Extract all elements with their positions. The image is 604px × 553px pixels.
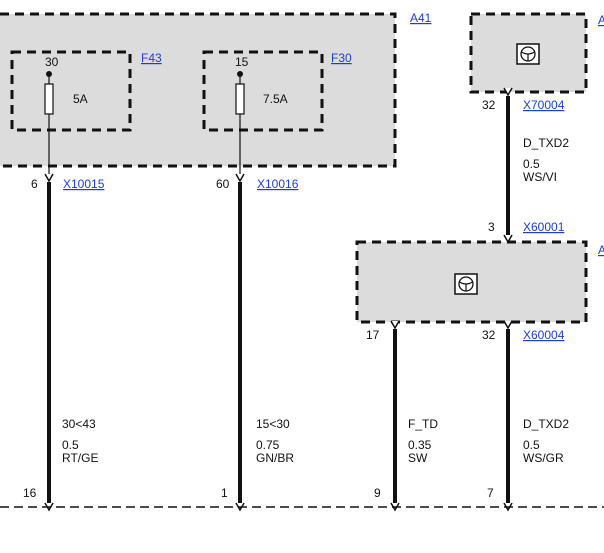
connector-x60004-link[interactable]: X60004 [523, 328, 565, 342]
fuse-f30-symbol [235, 83, 245, 115]
conn-x10015-pin: 6 [31, 177, 38, 191]
wire-3-color: SW [408, 451, 428, 465]
wire-2-gauge: 0.75 [256, 438, 280, 452]
wire-top-dtxd2-signal: D_TXD2 [523, 136, 569, 150]
wire-top-dtxd2-color: WS/VI [523, 170, 557, 184]
steering-wheel-icon [454, 273, 478, 295]
module-mid-right-link[interactable]: A [598, 243, 604, 257]
wire-3-signal: F_TD [408, 417, 438, 431]
connector-x10016-link[interactable]: X10016 [257, 177, 299, 191]
pin-marker [503, 320, 513, 330]
fuse-f43-link[interactable]: F43 [141, 51, 162, 65]
fuse-f43: 30 5A F43 [10, 50, 162, 176]
wire-1-gauge: 0.5 [62, 438, 79, 452]
module-a41: A41 [0, 11, 432, 168]
wire-4-signal: D_TXD2 [523, 417, 569, 431]
connector-x10015-link[interactable]: X10015 [63, 177, 105, 191]
module-top-right-pin: 32 [482, 98, 496, 112]
module-top-right-link[interactable]: A [598, 13, 604, 27]
fuse-f30-rating: 7.5A [263, 92, 288, 106]
module-mid-right-pin-right: 32 [482, 328, 496, 342]
wire-3-gauge: 0.35 [408, 438, 432, 452]
pin-marker [503, 87, 513, 97]
wire-top-dtxd2-gauge: 0.5 [523, 157, 540, 171]
wire-4-bottom-pin: 7 [487, 486, 494, 500]
module-mid-right-pin-top: 3 [488, 220, 495, 234]
module-top-right: A 32 X70004 [469, 12, 604, 112]
fuse-f30-terminal: 15 [235, 55, 249, 69]
module-a41-link[interactable]: A41 [410, 11, 432, 25]
fuse-f43-symbol [44, 83, 54, 115]
pin-marker [390, 320, 400, 330]
module-mid-right: 3 X60001 A 17 32 X60004 [355, 220, 604, 342]
fuse-f30: 15 7.5A F30 [202, 50, 352, 176]
fuse-f43-terminal: 30 [45, 55, 59, 69]
connector-x70004-link[interactable]: X70004 [523, 98, 565, 112]
wire-1-color: RT/GE [62, 451, 98, 465]
module-mid-right-pin-left: 17 [366, 328, 380, 342]
wire-4-gauge: 0.5 [523, 438, 540, 452]
connector-x60001-link[interactable]: X60001 [523, 220, 565, 234]
wire-3-bottom-pin: 9 [374, 486, 381, 500]
wire-2-signal: 15<30 [256, 417, 290, 431]
pin-marker [44, 173, 54, 183]
fuse-f43-rating: 5A [73, 92, 88, 106]
pin-marker [235, 173, 245, 183]
fuse-f30-link[interactable]: F30 [331, 51, 352, 65]
steering-wheel-icon [516, 43, 540, 65]
wire-1-signal: 30<43 [62, 417, 96, 431]
conn-x10016-pin: 60 [216, 177, 230, 191]
wire-2-color: GN/BR [256, 451, 294, 465]
wire-2-bottom-pin: 1 [221, 486, 228, 500]
wire-1-bottom-pin: 16 [23, 486, 37, 500]
wire-4-color: WS/GR [523, 451, 564, 465]
